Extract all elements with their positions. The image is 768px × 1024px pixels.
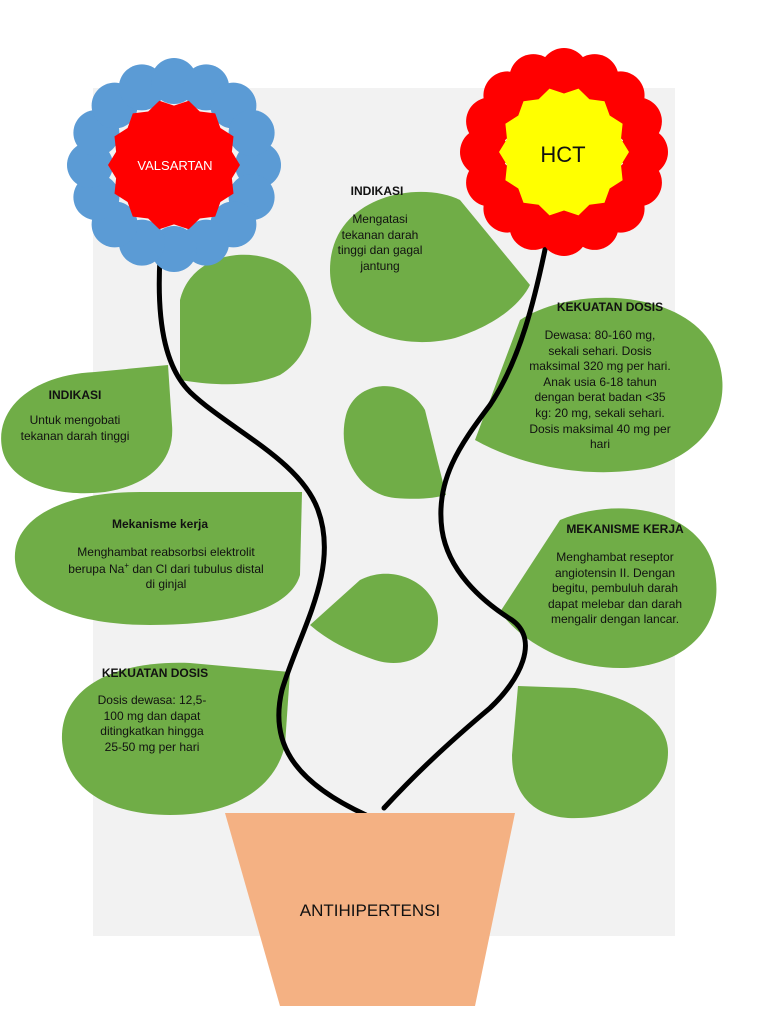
valsartan-kekuatan-dosis-title: KEKUATAN DOSIS (101, 666, 209, 680)
valsartan-flower-center (108, 100, 240, 230)
valsartan-mekanisme-body-text: Menghambat reabsorbsi elektrolit berupa … (68, 545, 255, 576)
valsartan-mekanisme-title: Mekanisme kerja (111, 517, 209, 531)
hct-flower-petal (613, 97, 662, 146)
hct-indikasi-body: Mengatasi tekanan darah tinggi dan gagal… (337, 212, 423, 273)
leaf-hct-indikasi (330, 191, 530, 343)
pot-label: ANTIHIPERTENSI (299, 901, 441, 920)
leaf-valsartan-mekanisme (14, 492, 302, 625)
hct-flower-center (499, 88, 629, 216)
leaf-blank-bottom-right (512, 686, 668, 819)
valsartan-indikasi-body: Untuk mengobati tekanan darah tinggi (20, 413, 130, 443)
leaf-hct-mekanisme (500, 508, 717, 668)
leaf-blank-lower-middle (310, 573, 438, 664)
flower-hct (460, 48, 668, 256)
leaf-valsartan-indikasi (1, 365, 173, 494)
leaf-hct-kekuatan-dosis (475, 297, 723, 473)
leaves-group (1, 191, 723, 819)
hct-kekuatan-dosis-body: Dewasa: 80-160 mg, sekali sehari. Dosis … (529, 328, 671, 452)
stem-valsartan (156, 255, 369, 818)
hct-kekuatan-dosis-title: KEKUATAN DOSIS (556, 300, 664, 314)
flower-pot (225, 813, 515, 1006)
leaf-blank-top-left (180, 254, 312, 385)
valsartan-kekuatan-dosis-body: Dosis dewasa: 12,5-100 mg dan dapat diti… (97, 693, 207, 754)
sodium-charge-superscript: + (124, 560, 129, 570)
stem-hct (381, 232, 551, 811)
hct-mekanisme-body: Menghambat reseptor angiotensin II. Deng… (547, 550, 683, 627)
flower-label-hct: HCT (540, 142, 586, 167)
hct-indikasi-title: INDIKASI (350, 184, 404, 198)
hct-mekanisme-title: MEKANISME KERJA (566, 522, 684, 536)
flower-label-valsartan: VALSARTAN (137, 158, 213, 173)
flower-valsartan (67, 58, 281, 272)
valsartan-flower-petal (228, 109, 275, 156)
valsartan-mekanisme-body-text-end: dan Cl dari tubulus distal di ginjal (128, 561, 264, 592)
leaf-valsartan-kekuatan-dosis (61, 662, 290, 815)
leaf-blank-middle (343, 386, 446, 499)
valsartan-mekanisme-body: Menghambat reabsorbsi elektrolit berupa … (66, 545, 266, 593)
valsartan-indikasi-title: INDIKASI (48, 388, 102, 402)
